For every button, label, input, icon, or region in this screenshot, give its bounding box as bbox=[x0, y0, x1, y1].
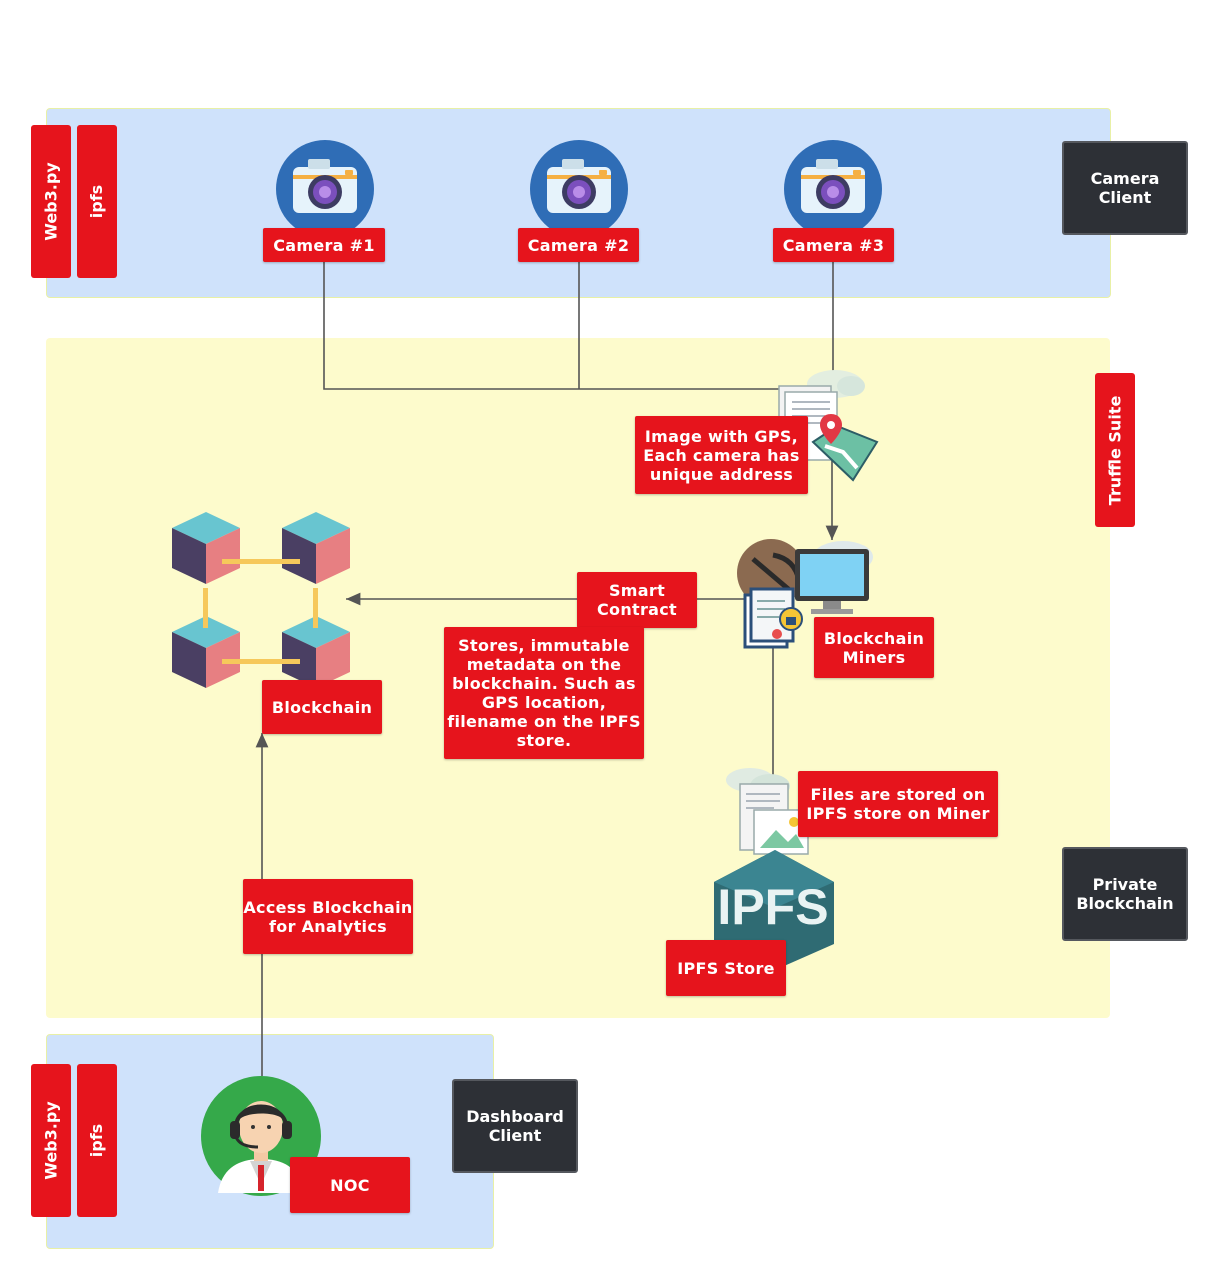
blockchain-cubes-icon bbox=[172, 512, 350, 688]
blockchain-miner-icon bbox=[737, 539, 873, 649]
web3py-tag-bottom: Web3.py bbox=[31, 1064, 71, 1217]
image-gps-label: Image with GPS, Each camera has unique a… bbox=[635, 416, 808, 494]
dashboard-client-box: Dashboard Client bbox=[452, 1079, 578, 1173]
web3py-tag-top: Web3.py bbox=[31, 125, 71, 278]
camera-2-label: Camera #2 bbox=[518, 228, 639, 262]
camera-1-icon bbox=[276, 140, 374, 238]
camera-1-label: Camera #1 bbox=[263, 228, 385, 262]
private-blockchain-box: Private Blockchain bbox=[1062, 847, 1188, 941]
camera-3-icon bbox=[784, 140, 882, 238]
ipfs-tag-top: ipfs bbox=[77, 125, 117, 278]
svg-text:IPFS: IPFS bbox=[717, 879, 828, 935]
blockchain-miners-label: Blockchain Miners bbox=[814, 617, 934, 678]
access-blockchain-label: Access Blockchain for Analytics bbox=[243, 879, 413, 954]
ipfs-tag-bottom: ipfs bbox=[77, 1064, 117, 1217]
files-stored-label: Files are stored on IPFS store on Miner bbox=[798, 771, 998, 837]
camera-2-icon bbox=[530, 140, 628, 238]
stores-metadata-label: Stores, immutable metadata on the blockc… bbox=[444, 627, 644, 759]
noc-label: NOC bbox=[290, 1157, 410, 1213]
blockchain-label: Blockchain bbox=[262, 680, 382, 734]
ipfs-store-label: IPFS Store bbox=[666, 940, 786, 996]
camera-client-box: Camera Client bbox=[1062, 141, 1188, 235]
camera-3-label: Camera #3 bbox=[773, 228, 894, 262]
smart-contract-label: Smart Contract bbox=[577, 572, 697, 628]
truffle-suite-tag: Truffle Suite bbox=[1095, 373, 1135, 527]
